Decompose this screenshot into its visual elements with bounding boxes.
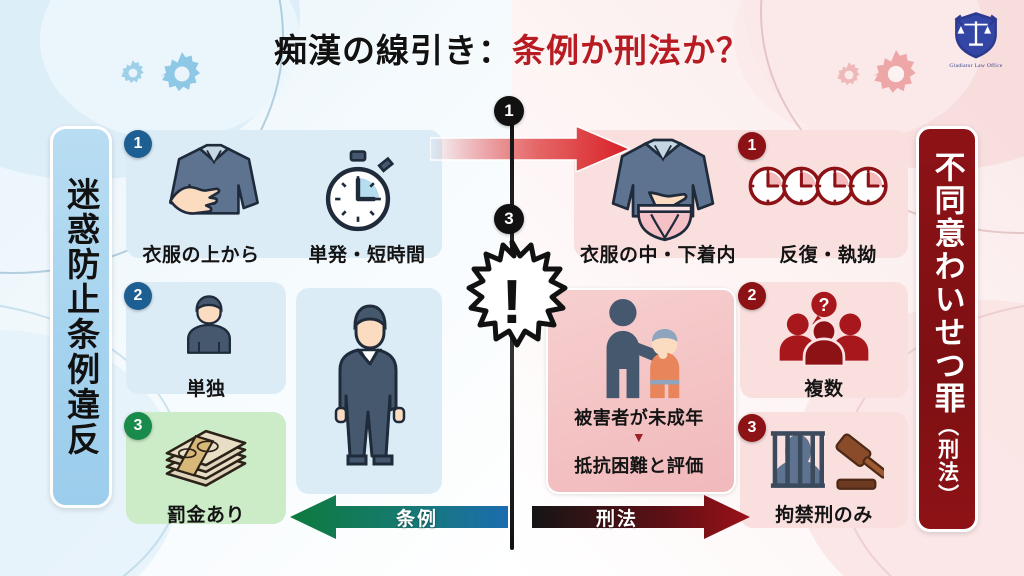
jacket-hand-icon xyxy=(160,140,268,241)
repeated-clocks-icon xyxy=(748,164,890,213)
badge-right-3: 3 xyxy=(738,414,766,442)
group-question-icon: ? xyxy=(774,290,874,371)
jacket-underwear-icon xyxy=(604,136,722,247)
left-label-1b: 単発・短時間 xyxy=(308,245,426,266)
banner-criminal-code: 不同意わいせつ罪（刑法） xyxy=(916,126,978,532)
jail-gavel-icon xyxy=(764,424,889,501)
money-stack-icon xyxy=(154,426,258,499)
shield-scales-icon xyxy=(947,4,1005,62)
standing-person-icon xyxy=(330,300,410,491)
page-title: 痴漢の線引き：条例か刑法か？ xyxy=(0,24,1024,72)
badge-left-1: 1 xyxy=(124,130,152,158)
badge-left-2: 2 xyxy=(124,282,152,310)
gear-icon xyxy=(120,60,146,86)
banner-criminal-code-label: 不同意わいせつ罪（刑法） xyxy=(929,151,965,507)
warning-burst: ! xyxy=(452,239,572,372)
minor-victim-card xyxy=(546,288,736,494)
gear-icon xyxy=(836,62,862,88)
logo-caption: Gladiator Law Office xyxy=(949,63,1003,69)
top-escalation-arrow xyxy=(429,124,632,174)
minor-victim-line2: 抵抗困難と評価 xyxy=(574,456,704,476)
right-label-3: 拘禁刑のみ xyxy=(775,505,873,526)
left-label-2: 単独 xyxy=(186,379,226,400)
bottom-left-arrow-label: 条例 xyxy=(396,509,439,530)
left-label-3: 罰金あり xyxy=(166,505,245,526)
minor-victim-line1: 被害者が未成年 xyxy=(574,408,704,428)
bottom-right-arrow-label: 刑法 xyxy=(596,509,639,530)
title-black-part: 痴漢の線引き： xyxy=(274,32,512,69)
banner-right-suffix: （刑法） xyxy=(935,415,959,507)
left-label-1a: 衣服の上から xyxy=(142,245,260,266)
badge-center-1: 1 xyxy=(494,96,524,126)
adult-child-icon xyxy=(592,296,692,407)
right-label-1a: 衣服の中・下着内 xyxy=(579,245,736,266)
right-label-2: 複数 xyxy=(804,379,844,400)
gear-icon xyxy=(160,52,204,96)
svg-text:?: ? xyxy=(818,295,829,315)
exclamation-mark: ! xyxy=(501,268,523,337)
stopwatch-icon xyxy=(312,148,404,241)
banner-ordinance: 迷惑防止条例違反 xyxy=(50,126,112,508)
gear-icon xyxy=(872,50,920,98)
title-red-part: 条例か刑法か？ xyxy=(512,32,750,69)
banner-ordinance-label: 迷惑防止条例違反 xyxy=(62,177,100,457)
bottom-arrows: 条例 刑法 xyxy=(290,494,750,540)
badge-right-1: 1 xyxy=(738,132,766,160)
minor-victim-connector: ▼ xyxy=(631,429,647,445)
single-person-icon xyxy=(182,294,236,361)
badge-left-3: 3 xyxy=(124,412,152,440)
badge-center-3: 3 xyxy=(494,204,524,234)
logo[interactable]: Gladiator Law Office xyxy=(938,4,1014,88)
banner-right-main: 不同意わいせつ罪 xyxy=(929,151,965,415)
right-label-1b: 反復・執拗 xyxy=(779,245,877,266)
badge-right-2: 2 xyxy=(738,282,766,310)
